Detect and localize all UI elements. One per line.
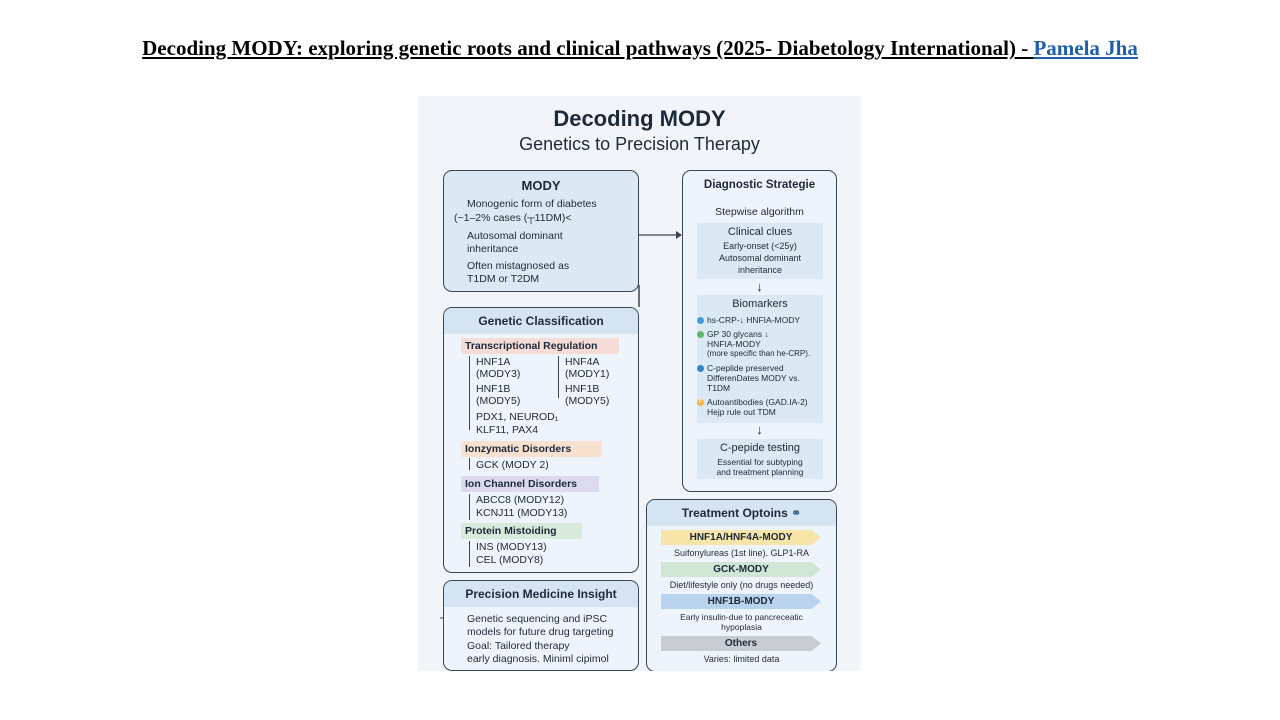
biomarker-glycans-note: (more specific than he-CRP). bbox=[707, 349, 811, 358]
gene-hnf1a: HNF1A bbox=[476, 356, 511, 368]
clinical-clues-step: Clinical clues Early-onset (<25y) Autoso… bbox=[697, 223, 823, 279]
tree-line bbox=[469, 541, 470, 567]
treatment-options-box: Treatment Optoins ⚭ HNF1A/HNF4A-MODY Sui… bbox=[646, 499, 837, 671]
biomarker-cpeptide: C-peplide preserved bbox=[697, 363, 784, 373]
slide-title-text: Decoding MODY: exploring genetic roots a… bbox=[142, 36, 1034, 60]
cpeptide-testing-line-1: Essential for subtyping bbox=[717, 457, 803, 467]
gene-hnf4a-type: (MODY1) bbox=[565, 368, 610, 380]
biomarker-hscrp: hs-CRP-↓ HNFIA-MODY bbox=[697, 315, 800, 325]
category-ionzymatic: Ionzymatic Disorders bbox=[461, 441, 602, 457]
author-link[interactable]: Pamela Jha bbox=[1033, 36, 1138, 60]
category-transcriptional: Transcriptional Regulation bbox=[461, 338, 619, 354]
gene-hnf1b-type: (MODY5) bbox=[476, 395, 521, 407]
precision-header: Precision Medicine Insight bbox=[444, 581, 638, 607]
treatment-others: Others bbox=[661, 636, 821, 651]
poster-subtitle: Genetics to Precision Therapy bbox=[519, 134, 760, 154]
tree-line bbox=[469, 356, 470, 430]
gene-hnf1b: HNF1B bbox=[476, 383, 511, 395]
category-protein-misfolding: Protein Mistoiding bbox=[461, 523, 582, 539]
biomarkers-title: Biomarkers bbox=[732, 298, 788, 310]
diagnostic-header: Diagnostic Strategie bbox=[703, 179, 816, 191]
clinical-clues-title: Clinical clues bbox=[727, 226, 793, 238]
clinical-clue-3: inheritance bbox=[737, 265, 783, 275]
mody-line-5: Often mistagnosed as bbox=[467, 260, 570, 272]
cpeptide-testing-step: C-pepide testing Essential for subtyping… bbox=[697, 439, 823, 479]
mody-line-1: Monogenic form of diabetes bbox=[467, 198, 597, 210]
biomarker-dot-icon bbox=[697, 317, 704, 325]
clinical-clue-2: Autosomal dominant bbox=[718, 253, 802, 263]
treatment-hnf1a-hnf4a-detail: Suifonylureas (1st line). GLP1-RA bbox=[673, 548, 810, 558]
infographic: Decoding MODY Genetics to Precision Ther… bbox=[418, 96, 861, 671]
treatment-gck-detail: Diet/lifestyle only (no drugs needed) bbox=[669, 580, 814, 590]
treatment-gck: GCK-MODY bbox=[661, 562, 821, 577]
gene-gck: GCK (MODY 2) bbox=[476, 459, 549, 471]
biomarker-glycans-detail: HNFIA-MODY bbox=[707, 339, 761, 349]
cpeptide-testing-title: C-pepide testing bbox=[719, 442, 801, 454]
biomarker-badge-icon: P bbox=[697, 399, 704, 407]
genetic-header: Genetic Classification bbox=[444, 308, 638, 334]
precision-line-3: Goal: Tailored therapy bbox=[467, 640, 570, 652]
gene-cel: CEL (MODY8) bbox=[476, 554, 544, 566]
treatment-hnf1b-detail-2: hypoplasia bbox=[721, 622, 762, 632]
handshake-icon: ⚭ bbox=[791, 506, 802, 520]
biomarker-dot-icon bbox=[697, 331, 704, 339]
gene-hnf1b-alt-type: (MODY5) bbox=[565, 395, 610, 407]
gene-hnf4a: HNF4A bbox=[565, 356, 600, 368]
treatment-hnf1b: HNF1B-MODY bbox=[661, 594, 821, 609]
biomarker-dot-icon bbox=[697, 365, 704, 373]
tree-line bbox=[469, 458, 470, 470]
clinical-clue-1: Early-onset (<25y) bbox=[723, 241, 797, 251]
biomarker-glycans: GP 30 glycans ↓ bbox=[697, 329, 769, 339]
gene-ins: INS (MODY13) bbox=[476, 541, 547, 553]
mody-line-4: inheritance bbox=[467, 243, 519, 255]
gene-abcc8: ABCC8 (MODY12) bbox=[476, 494, 565, 506]
slide-title: Decoding MODY: exploring genetic roots a… bbox=[0, 36, 1280, 61]
category-ion-channel: Ion Channel Disorders bbox=[461, 476, 599, 492]
biomarker-autoantibodies-detail: Hejp rule out TDM bbox=[707, 407, 776, 417]
gene-hnf1a-type: (MODY3) bbox=[476, 368, 521, 380]
down-arrow-icon: ↓ bbox=[756, 279, 763, 294]
tree-line bbox=[558, 356, 559, 398]
gene-kcnj11: KCNJ11 (MODY13) bbox=[476, 507, 568, 519]
gene-hnf1b-alt: HNF1B bbox=[565, 383, 600, 395]
mody-header: MODY bbox=[521, 178, 561, 193]
tree-line bbox=[469, 494, 470, 520]
biomarker-cpeptide-detail: DifferenDates MODY vs. bbox=[707, 373, 800, 383]
mody-line-2: (~1–2% cases (┬11DM)< bbox=[454, 212, 572, 224]
treatment-hnf1a-hnf4a: HNF1A/HNF4A-MODY bbox=[661, 530, 821, 545]
mody-line-6: T1DM or T2DM bbox=[467, 273, 540, 285]
stepwise-label: Stepwise algorithm bbox=[715, 206, 804, 218]
down-arrow-icon: ↓ bbox=[756, 422, 763, 437]
mody-box: MODY Monogenic form of diabetes (~1–2% c… bbox=[443, 170, 639, 292]
mody-line-3: Autosomal dominant bbox=[467, 230, 563, 242]
poster-title: Decoding MODY bbox=[553, 106, 726, 131]
gene-klf11-pax4: KLF11, PAX4 bbox=[476, 424, 539, 436]
genetic-classification-box: Genetic Classification Transcriptional R… bbox=[443, 307, 639, 573]
treatment-others-detail: Varies: limited data bbox=[703, 654, 780, 664]
biomarker-cpeptide-detail-2: T1DM bbox=[707, 383, 731, 393]
cpeptide-testing-line-2: and treatment planning bbox=[716, 467, 804, 477]
gene-pdx1-neurod1: PDX1, NEUROD₁ bbox=[476, 411, 559, 423]
precision-line-1: Genetic sequencing and iPSC bbox=[467, 613, 608, 625]
diagnostic-strategy-box: Diagnostic Strategie Stepwise algorithm … bbox=[682, 170, 837, 492]
precision-medicine-box: Precision Medicine Insight Genetic seque… bbox=[443, 580, 639, 671]
treatment-header: Treatment Optoins ⚭ bbox=[647, 500, 836, 526]
precision-line-4: early diagnosis. Miniml cipimol bbox=[467, 653, 609, 665]
biomarkers-step: Biomarkers hs-CRP-↓ HNFIA-MODY GP 30 gly… bbox=[697, 295, 823, 423]
treatment-hnf1b-detail-1: Early insulin-due to pancreceatic bbox=[680, 612, 803, 622]
precision-line-2: models for future drug targeting bbox=[467, 626, 614, 638]
